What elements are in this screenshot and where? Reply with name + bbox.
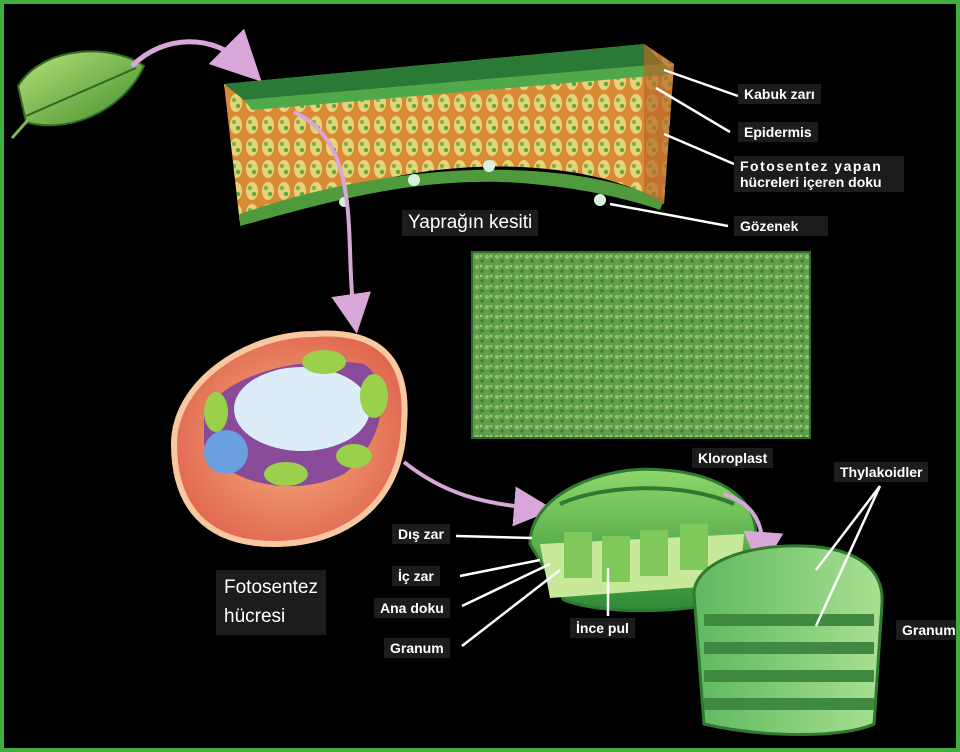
label-ana-doku: Ana doku bbox=[374, 598, 450, 618]
label-epidermis: Epidermis bbox=[738, 122, 818, 142]
label-fotosentez-hucresi-line2: hücresi bbox=[224, 603, 318, 632]
granum-stack bbox=[694, 546, 882, 735]
arrow-leaf-to-section bbox=[132, 42, 244, 66]
label-ic-zar: İç zar bbox=[392, 566, 440, 586]
arrow-cell-to-chloroplast bbox=[404, 462, 534, 508]
leaf-cross-section bbox=[224, 44, 674, 226]
label-gozenek: Gözenek bbox=[734, 216, 828, 236]
label-fotosentez-doku-line1: Fotosentez yapan bbox=[740, 158, 898, 174]
label-ince-pul: İnce pul bbox=[570, 618, 635, 638]
label-kabuk-zari: Kabuk zarı bbox=[738, 84, 821, 104]
photosynthesis-cell bbox=[174, 334, 405, 544]
label-thylakoidler: Thylakoidler bbox=[834, 462, 928, 482]
label-dis-zar: Dış zar bbox=[392, 524, 450, 544]
label-kloroplast: Kloroplast bbox=[692, 448, 773, 468]
label-fotosentez-doku-line2: hücreleri içeren doku bbox=[740, 174, 898, 190]
label-granum-left: Granum bbox=[384, 638, 450, 658]
label-granum-right: Granum bbox=[896, 620, 960, 640]
micrograph-image bbox=[472, 252, 810, 438]
label-fotosentez-doku: Fotosentez yapan hücreleri içeren doku bbox=[734, 156, 904, 192]
label-fotosentez-hucresi-line1: Fotosentez bbox=[224, 574, 318, 603]
label-yaprak-kesiti: Yaprağın kesiti bbox=[402, 210, 538, 236]
diagram-artwork bbox=[4, 4, 960, 752]
label-fotosentez-hucresi: Fotosentez hücresi bbox=[216, 570, 326, 635]
leaf-illustration bbox=[12, 51, 144, 138]
